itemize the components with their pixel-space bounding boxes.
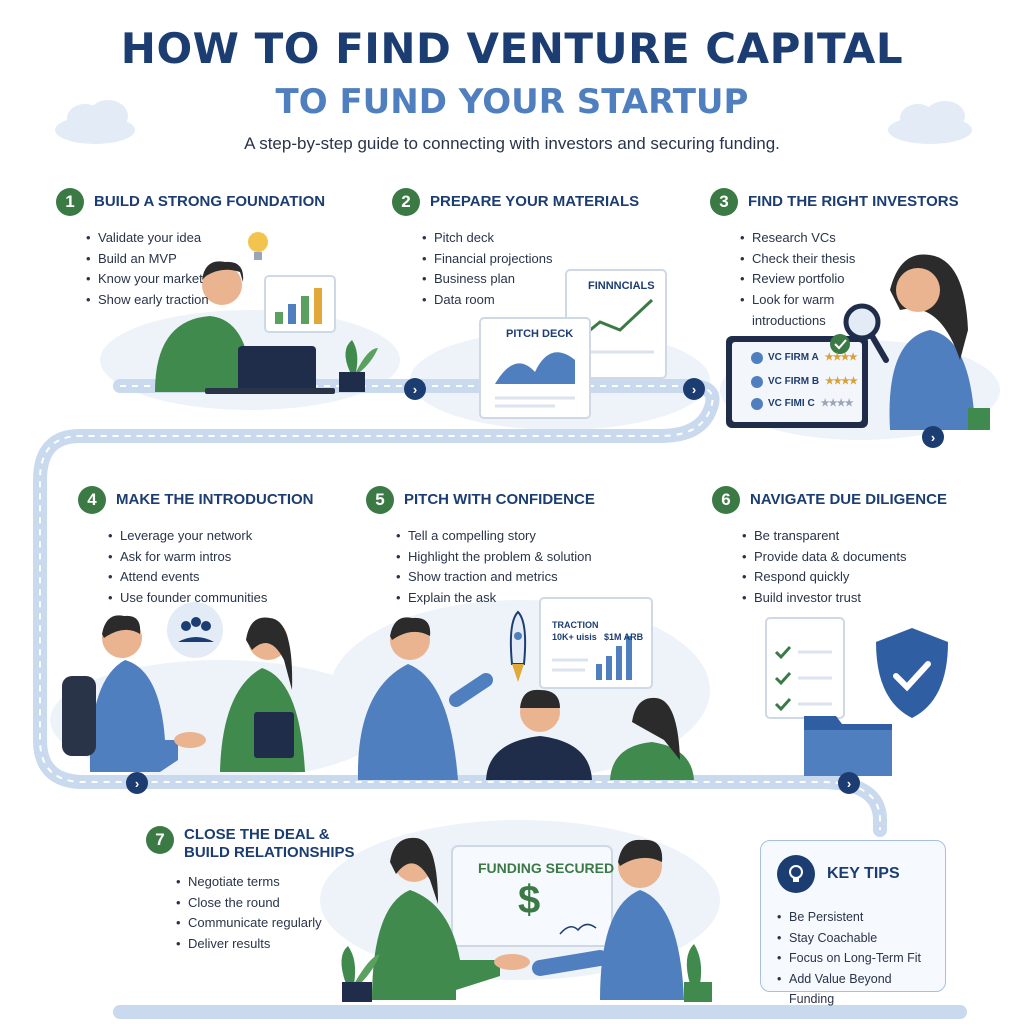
step-number-badge: 1: [56, 188, 84, 216]
lightbulb-icon: [777, 855, 815, 893]
list-item: Respond quickly: [742, 567, 947, 588]
step-bullet-list: Leverage your network Ask for warm intro…: [108, 526, 314, 609]
list-item: Close the round: [176, 893, 355, 914]
vc-firm-row: VC FIRM B ★★★★: [768, 376, 858, 387]
step-title: PREPARE YOUR MATERIALS: [430, 193, 640, 210]
list-item: Build an MVP: [86, 249, 325, 270]
list-item: Be Persistent: [777, 907, 929, 928]
list-item: Explain the ask: [396, 588, 595, 609]
list-item: Build investor trust: [742, 588, 947, 609]
list-item: Ask for warm intros: [108, 547, 314, 568]
step-3: 3 FIND THE RIGHT INVESTORS Research VCs …: [710, 188, 959, 332]
list-item: Validate your idea: [86, 228, 325, 249]
vc-firm-name: VC FIMI C: [768, 398, 815, 409]
investor-research-illustration: [726, 254, 990, 430]
list-item: Deliver results: [176, 934, 355, 955]
list-item: Communicate regularly: [176, 913, 355, 934]
list-item: Pitch deck: [422, 228, 639, 249]
step-5: 5 PITCH WITH CONFIDENCE Tell a compellin…: [366, 486, 595, 609]
key-tips-panel: KEY TIPS Be Persistent Stay Coachable Fo…: [760, 840, 946, 1006]
chevron-right-icon: ›: [838, 772, 860, 794]
vc-firm-name: VC FIRM B: [768, 376, 820, 387]
step-title: NAVIGATE DUE DILIGENCE: [750, 491, 947, 508]
step-title: CLOSE THE DEAL &: [184, 826, 330, 843]
list-item: Financial projections: [422, 249, 639, 270]
cloud-left: [55, 100, 135, 144]
list-item: Show traction and metrics: [396, 567, 595, 588]
introduction-illustration: [62, 602, 305, 772]
traction-users-value: 10K+ uisis: [552, 632, 597, 642]
arr-value: $1M ARB: [604, 632, 644, 642]
rating-stars-icon: ★★★★: [820, 398, 854, 409]
vc-firm-row: VC FIRM A ★★★★: [768, 352, 858, 363]
financials-label: FINNNCIALS: [588, 280, 655, 292]
key-tips-list: Be Persistent Stay Coachable Focus on Lo…: [777, 907, 929, 1010]
list-item: Review portfolio: [740, 269, 870, 290]
cloud-right: [888, 101, 972, 144]
step-4: 4 MAKE THE INTRODUCTION Leverage your ne…: [78, 486, 314, 609]
list-item: Be transparent: [742, 526, 947, 547]
step-7: 7 CLOSE THE DEAL & BUILD RELATIONSHIPS N…: [146, 826, 355, 955]
list-item: Look for warm introductions: [740, 290, 870, 331]
page-title-secondary: TO FUND YOUR STARTUP: [275, 82, 749, 122]
list-item: Provide data & documents: [742, 547, 947, 568]
step-bullet-list: Be transparent Provide data & documents …: [742, 526, 947, 609]
chevron-right-icon: ›: [683, 378, 705, 400]
step-bullet-list: Tell a compelling story Highlight the pr…: [396, 526, 595, 609]
step-bullet-list: Pitch deck Financial projections Busines…: [422, 228, 639, 311]
rating-stars-icon: ★★★★: [825, 376, 858, 387]
list-item: Focus on Long-Term Fit: [777, 948, 929, 969]
step-bullet-list: Negotiate terms Close the round Communic…: [176, 872, 355, 955]
step-title: MAKE THE INTRODUCTION: [116, 491, 314, 508]
list-item: Leverage your network: [108, 526, 314, 547]
chevron-right-icon: ›: [404, 378, 426, 400]
pitch-illustration: [357, 597, 694, 780]
step-title-continued: BUILD RELATIONSHIPS: [184, 844, 355, 861]
step-bullet-list: Research VCs Check their thesis Review p…: [740, 228, 870, 332]
vc-firm-name: VC FIRM A: [768, 352, 819, 363]
step-number-badge: 6: [712, 486, 740, 514]
list-item: Know your market: [86, 269, 325, 290]
chevron-down-icon: ›: [922, 426, 944, 448]
list-item: Tell a compelling story: [396, 526, 595, 547]
step-title: BUILD A STRONG FOUNDATION: [94, 193, 326, 210]
page-subtitle: A step-by-step guide to connecting with …: [244, 134, 780, 153]
list-item: Negotiate terms: [176, 872, 355, 893]
step-2: 2 PREPARE YOUR MATERIALS Pitch deck Fina…: [392, 188, 639, 311]
step-1: 1 BUILD A STRONG FOUNDATION Validate you…: [56, 188, 325, 311]
step-title: FIND THE RIGHT INVESTORS: [748, 193, 959, 210]
step-number-badge: 2: [392, 188, 420, 216]
closing-deal-illustration: [341, 837, 712, 1002]
step-title: PITCH WITH CONFIDENCE: [404, 491, 595, 508]
step-number-badge: 4: [78, 486, 106, 514]
vc-firm-row: VC FIMI C ★★★★: [768, 398, 854, 409]
pitch-deck-label: PITCH DECK: [506, 328, 574, 340]
due-diligence-illustration: [765, 617, 948, 776]
funding-secured-label: FUNDING SECURED: [478, 860, 615, 876]
list-item: Stay Coachable: [777, 928, 929, 949]
list-item: Highlight the problem & solution: [396, 547, 595, 568]
page-title: HOW TO FIND VENTURE CAPITAL: [120, 24, 904, 73]
list-item: Show early traction: [86, 290, 325, 311]
step-bullet-list: Validate your idea Build an MVP Know you…: [86, 228, 325, 311]
traction-label: TRACTION: [552, 620, 599, 630]
list-item: Data room: [422, 290, 639, 311]
list-item: Research VCs: [740, 228, 870, 249]
list-item: Use founder communities: [108, 588, 314, 609]
step-number-badge: 3: [710, 188, 738, 216]
step-number-badge: 7: [146, 826, 174, 854]
dollar-sign-icon: $: [518, 878, 541, 922]
list-item: Attend events: [108, 567, 314, 588]
rating-stars-icon: ★★★★: [824, 352, 858, 363]
step-6: 6 NAVIGATE DUE DILIGENCE Be transparent …: [712, 486, 947, 609]
step-number-badge: 5: [366, 486, 394, 514]
list-item: Check their thesis: [740, 249, 870, 270]
key-tips-title: KEY TIPS: [827, 865, 900, 882]
chevron-right-icon: ›: [126, 772, 148, 794]
list-item: Add Value Beyond Funding: [777, 969, 929, 1010]
list-item: Business plan: [422, 269, 639, 290]
